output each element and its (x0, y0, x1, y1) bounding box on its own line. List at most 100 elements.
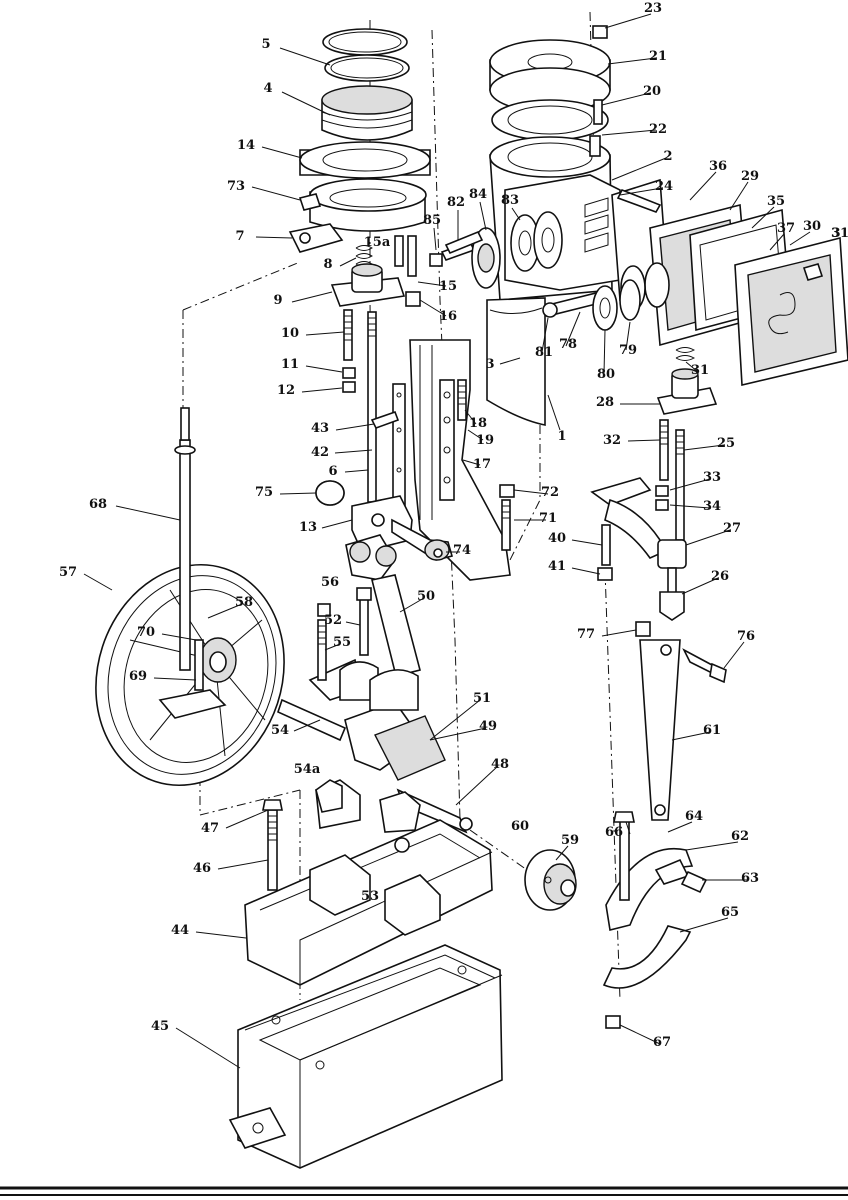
part-label: 83 (501, 193, 519, 208)
part-label: 80 (597, 367, 615, 382)
part-label: 30 (803, 219, 821, 234)
part-label: 5 (261, 37, 270, 52)
leader-line (344, 469, 369, 473)
part-label: 45 (151, 1019, 169, 1034)
leader-line (789, 231, 811, 246)
leader-line (603, 329, 606, 375)
leader-line (619, 187, 663, 196)
leader-line (161, 633, 197, 641)
leader-line (667, 821, 693, 833)
part-label: 77 (577, 627, 595, 642)
leader-line (467, 429, 484, 441)
leader-line (513, 489, 549, 495)
part-label: 42 (311, 445, 329, 460)
part-label: 33 (703, 470, 721, 485)
leader-line (625, 321, 631, 351)
part-label: 49 (479, 719, 497, 734)
leader-line (419, 299, 447, 317)
part-label: 3 (831, 226, 840, 241)
eccentric-assembly (524, 811, 708, 1029)
part-label: 8 (323, 257, 332, 272)
leader-line (339, 257, 357, 267)
leader-line (555, 845, 569, 861)
part-label: 19 (476, 433, 494, 448)
part-label: 54 (271, 723, 289, 738)
part-label: 15a (364, 235, 391, 250)
part-label: 28 (596, 395, 614, 410)
leader-line (723, 641, 745, 669)
leader-line (607, 57, 657, 65)
part-label: 4 (263, 81, 272, 96)
part-label: 54a (294, 762, 321, 777)
part-label: 34 (703, 499, 721, 514)
part-label: 82 (447, 195, 465, 210)
leader-line (83, 573, 113, 591)
leader-line (321, 519, 353, 529)
leader-line (683, 444, 725, 451)
leader-line (279, 47, 331, 66)
part-label: 31 (831, 226, 848, 241)
leader-line (669, 478, 711, 491)
part-label: 75 (255, 485, 273, 500)
part-label: 62 (731, 829, 749, 844)
leader-line (679, 917, 729, 933)
part-label: 76 (737, 629, 755, 644)
leader-line (604, 13, 652, 29)
leader-line (541, 317, 549, 353)
leader-line (625, 821, 631, 835)
part-label: 52 (324, 613, 342, 628)
part-label: 6 (328, 464, 337, 479)
part-label: 37 (777, 221, 795, 236)
part-label: 67 (653, 1035, 671, 1050)
leader-line (345, 621, 361, 626)
leader-line (279, 492, 317, 495)
leader-line (627, 439, 661, 442)
engine-base (244, 799, 493, 986)
column-rod-left (158, 407, 227, 719)
leader-line (195, 931, 247, 939)
leader-line (601, 129, 657, 136)
part-label: 56 (321, 575, 339, 590)
part-label: 84 (469, 187, 487, 202)
leader-line (305, 331, 345, 336)
leader-line (729, 181, 749, 211)
part-label: 59 (561, 833, 579, 848)
part-label: 18 (469, 416, 487, 431)
part-label: 46 (193, 861, 211, 876)
leader-line (685, 361, 699, 373)
part-label: 31 (691, 363, 709, 378)
part-label: 25 (717, 436, 735, 451)
leader-line (324, 643, 341, 651)
leader-line (611, 157, 667, 181)
leader-line (689, 171, 717, 201)
part-label: 9 (273, 293, 282, 308)
part-label: 57 (59, 565, 77, 580)
part-label: 48 (491, 757, 509, 772)
part-label: 53 (361, 889, 379, 904)
leader-line (462, 459, 481, 466)
part-label: 3 (485, 357, 494, 372)
leader-line (601, 629, 637, 637)
part-label: 81 (535, 345, 553, 360)
part-label: 73 (227, 179, 245, 194)
leader-line (671, 731, 711, 741)
leader-line (225, 809, 269, 829)
part-label: 51 (473, 691, 491, 706)
part-label: 1 (557, 429, 566, 444)
part-label: 70 (137, 625, 155, 640)
leader-line (334, 449, 373, 454)
leader-line (565, 311, 581, 347)
part-label: 36 (709, 159, 727, 174)
leader-line (464, 409, 477, 425)
leader-line (255, 236, 293, 239)
leader-line (499, 357, 521, 365)
engine-sub-base (228, 944, 503, 1169)
leader-line (281, 91, 331, 116)
part-label: 61 (703, 723, 721, 738)
part-label: 7 (235, 229, 244, 244)
leader-line (685, 841, 739, 851)
leader-line (429, 727, 487, 741)
part-label: 27 (723, 521, 741, 536)
part-label: 44 (171, 923, 189, 938)
part-labels: 123345678910111213141515a161718192021222… (59, 1, 848, 1069)
